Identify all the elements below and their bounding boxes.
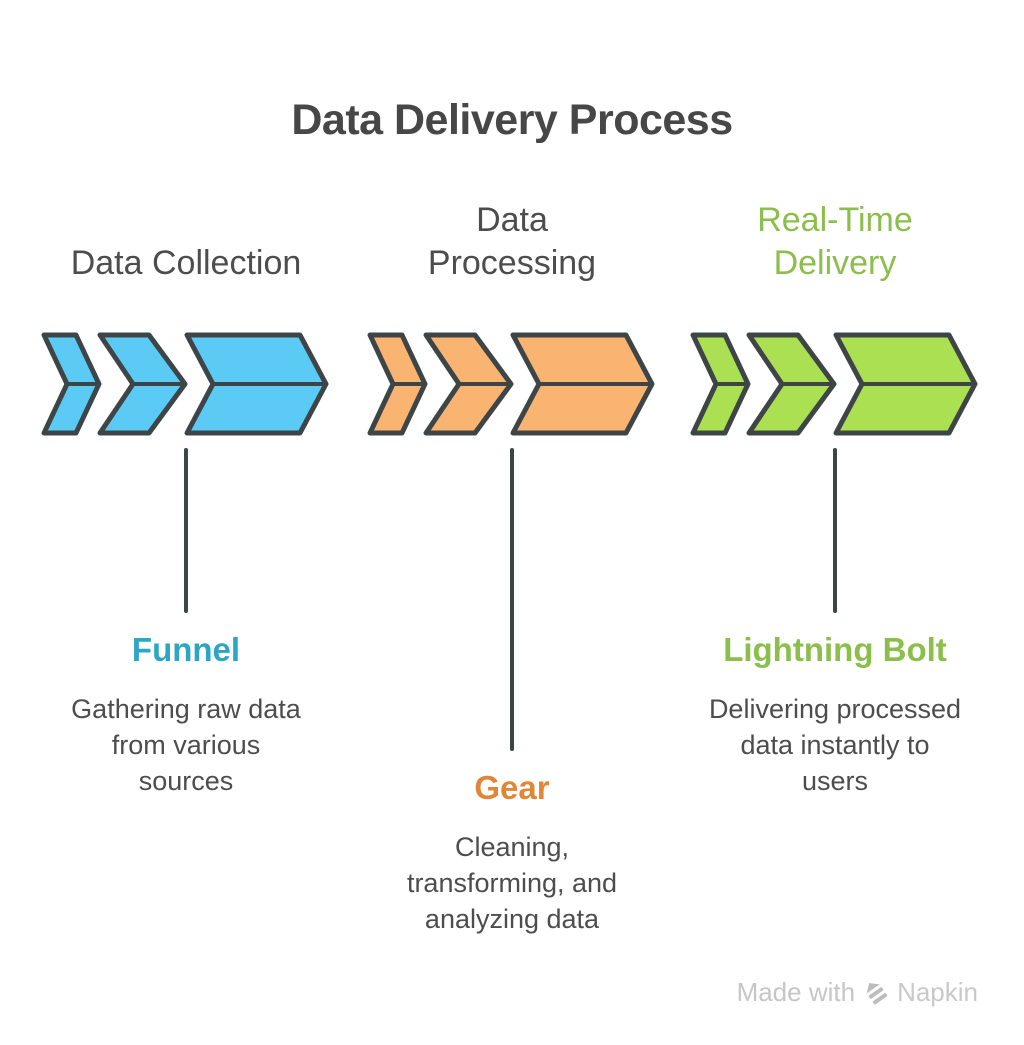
icon-label-funnel: Funnel [131,631,241,668]
watermark: Made with Napkin [737,977,978,1008]
chevron-arrows-icon [41,332,329,436]
stage-description: Delivering processed data instantly to u… [708,694,962,796]
icon-label-gear: Gear [474,769,550,806]
stage-description: Cleaning, transforming, and analyzing da… [406,832,618,934]
stage-column-data-collection: Data Collection Funnel Gathering raw dat… [26,180,346,1020]
watermark-brand: Napkin [897,977,978,1007]
stage-header: Data Processing [427,201,597,282]
stage-description: Gathering raw data from various sources [71,694,301,796]
connector-line [833,448,837,613]
icon-label-lightning-bolt: Lightning Bolt [723,631,947,668]
stage-column-real-time-delivery: Real-Time Delivery Lightning Bolt Delive… [675,180,995,1020]
stage-column-data-processing: Data Processing Gear Cleaning, transform… [352,180,672,1020]
watermark-prefix: Made with [736,977,856,1007]
connector-line [184,448,188,613]
connector-line [510,448,514,751]
stage-header: Data Collection [70,244,302,282]
chevron-arrows-icon [690,332,978,436]
stage-header: Real-Time Delivery [757,201,913,282]
chevron-arrows-icon [367,332,655,436]
napkin-logo-icon [866,982,888,1005]
page-title: Data Delivery Process [291,96,733,144]
